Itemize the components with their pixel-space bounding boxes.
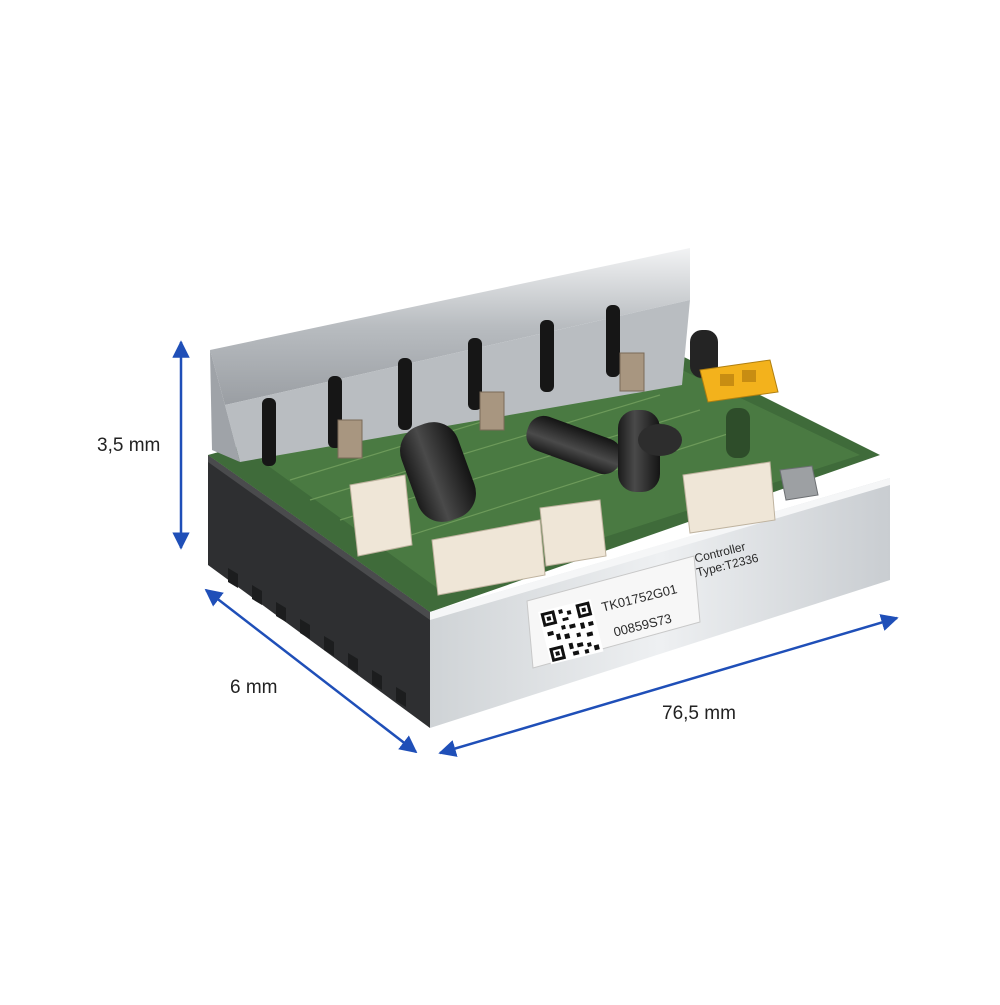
- width-dimension-arrow: [438, 614, 899, 757]
- width-dimension-label: 76,5 mm: [662, 703, 736, 724]
- height-dimension-label: 3,5 mm: [97, 435, 161, 456]
- power-connector: [699, 359, 779, 403]
- capacitors: [400, 330, 750, 522]
- transistor-tabs: [337, 352, 645, 459]
- inductor: [779, 465, 819, 501]
- depth-dimension-label: 6 mm: [230, 677, 278, 698]
- dimension-arrows: [172, 340, 899, 757]
- depth-dimension-arrow: [204, 588, 418, 754]
- signal-connectors: [349, 461, 776, 596]
